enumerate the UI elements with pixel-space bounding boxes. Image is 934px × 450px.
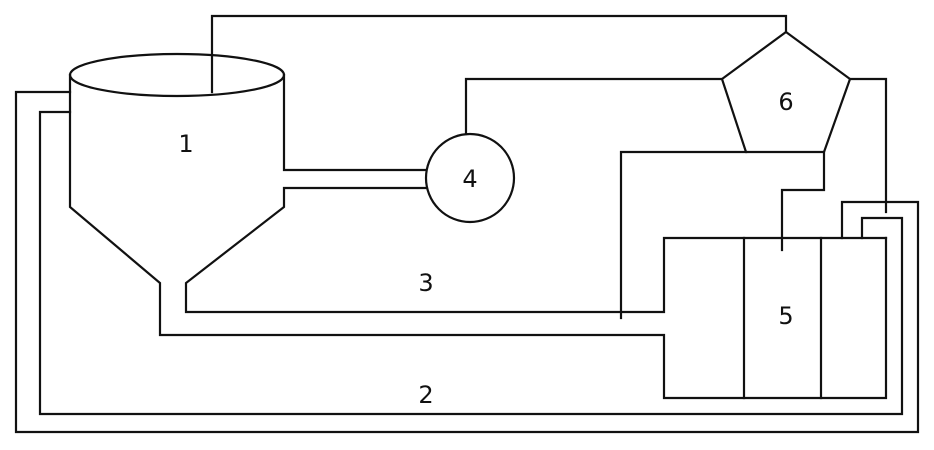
pentagon-unit [720, 30, 852, 154]
outer-pipe-inner-wall [38, 110, 904, 416]
pump-circle [424, 132, 516, 224]
label-chamber: 5 [778, 302, 793, 330]
pentagon-left-outlet [619, 150, 748, 320]
pentagon-right-outlet [848, 77, 888, 214]
label-outer-pipe: 2 [418, 381, 433, 409]
tank-body-right [282, 73, 428, 172]
label-inner-pipe: 3 [418, 269, 433, 297]
pump-to-pentagon-pipe [464, 77, 724, 136]
outer-pipe-outer-wall [14, 90, 920, 434]
pentagon-bottom-outlet [780, 150, 826, 252]
tank-cone-right [184, 186, 864, 314]
label-pentagon: 6 [778, 88, 793, 116]
label-tank: 1 [178, 130, 193, 158]
top-feed-pipe [210, 14, 788, 94]
label-pump: 4 [462, 165, 477, 193]
tank-top-rim [68, 52, 286, 98]
tank-body-left [68, 73, 888, 400]
